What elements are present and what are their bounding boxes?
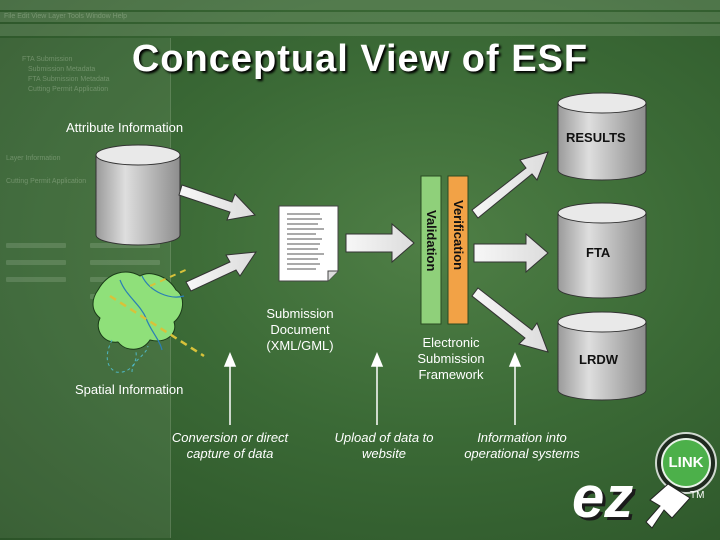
verification-label: Verification [451,200,466,271]
upload-caption-line: website [361,446,407,461]
ez-wordmark-logo [645,483,691,529]
validation-bar [420,175,442,325]
information-caption: Information into operational systems [448,430,596,462]
attribute-database-icon [95,144,181,246]
lrdw-database-icon [557,311,647,401]
ghost-field [6,277,66,282]
submission-document-line: (XML/GML) [266,338,334,353]
verification-bar [447,175,469,325]
link-badge-text: LINK [668,454,704,471]
results-database-icon [557,92,647,181]
submission-document-line: Document [270,322,330,337]
information-caption-line: operational systems [464,446,580,461]
attribute-information-label: Attribute Information [66,120,184,135]
ghost-field [6,260,66,265]
document-icon [278,205,339,282]
fta-database-icon [557,202,647,299]
attribute-to-document-arrow [178,184,257,221]
information-arrowhead [508,352,522,367]
validation-label: Validation [424,210,439,272]
spatial-to-document-arrow [185,251,258,292]
ghost-item: FTA Submission Metadata [28,76,110,83]
ghost-item: Cutting Permit Application [6,178,87,185]
conversion-caption-line: capture of data [186,446,274,461]
trademark-symbol: TM [690,490,705,501]
framework-to-fta-arrow [473,232,549,274]
esf-label: Electronic Submission Framework [399,335,503,383]
lrdw-label: LRDW [579,352,618,367]
ghost-field [90,243,160,248]
upload-caption-line: Upload of data to [334,430,434,445]
link-badge-logo [655,432,717,494]
ghost-menubar [0,12,720,22]
ghost-field [90,260,160,265]
fta-label: FTA [586,245,611,260]
conversion-caption: Conversion or direct capture of data [150,430,310,462]
ghost-item: FTA Submission [22,56,73,63]
ghost-item: Layer Information [6,155,61,162]
ghost-item: Cutting Permit Application [28,86,109,93]
esf-label-line: Framework [418,367,484,382]
ghost-titlebar [0,0,720,10]
results-label: RESULTS [566,130,626,145]
esf-label-line: Submission [417,351,485,366]
conversion-caption-line: Conversion or direct [171,430,289,445]
framework-to-results-arrow [471,151,549,219]
framework-to-lrdw-arrow [471,287,549,353]
ghost-menu-text: File Edit View Layer Tools Window Help [4,13,128,20]
esf-label-line: Electronic [422,335,480,350]
ghost-toolbar [0,24,720,36]
upload-arrowhead [370,352,384,367]
spatial-polygon-icon [92,267,205,373]
ghost-field [6,243,66,248]
spatial-information-label: Spatial Information [75,382,184,397]
page-title: Conceptual View of ESF [131,38,589,80]
document-to-framework-arrow [345,222,415,264]
submission-document-label: Submission Document (XML/GML) [250,306,350,354]
conversion-arrowhead [223,352,237,367]
upload-caption: Upload of data to website [314,430,454,462]
information-caption-line: Information into [477,430,567,445]
ez-wordmark-text: ez [572,465,634,530]
submission-document-line: Submission [266,306,334,321]
ghost-item: Submission Metadata [28,66,96,73]
